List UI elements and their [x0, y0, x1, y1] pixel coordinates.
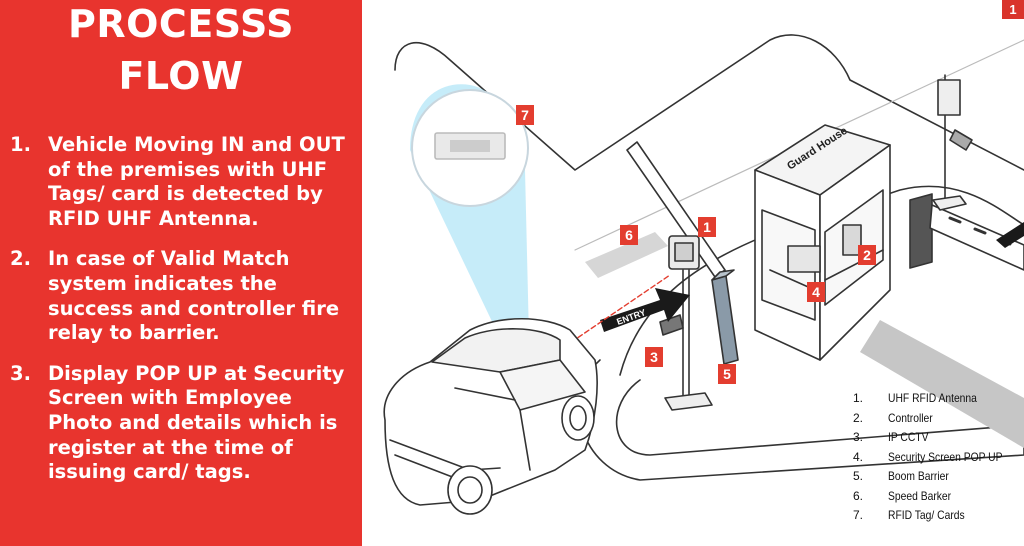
rfid-tag-zoom: [411, 89, 529, 207]
badge-boom-barrier: 5: [718, 364, 736, 384]
rfid-parking-diagram: Guard House: [362, 0, 1024, 546]
car-wheel: [457, 476, 483, 504]
legend-label: Security Screen POP UP: [888, 449, 1003, 464]
legend-label: UHF RFID Antenna: [888, 391, 977, 405]
road-outline: [394, 34, 1024, 171]
speed-breaker: [585, 232, 668, 278]
process-step: 1. Vehicle Moving IN and OUT of the prem…: [10, 133, 360, 231]
legend-item: 4. Security Screen POP UP: [853, 448, 1021, 468]
exit-arrow: [996, 222, 1024, 248]
legend-number: 4.: [853, 449, 864, 464]
legend-number: 1.: [853, 391, 864, 405]
legend-item: 1. UHF RFID Antenna: [853, 389, 1021, 409]
process-step: 2. In case of Valid Match system indicat…: [10, 247, 360, 345]
cctv-pole-right: [932, 74, 973, 211]
badge-cctv: 3: [645, 347, 663, 367]
diagram-illustration: Guard House: [383, 34, 1024, 515]
badge-controller: 2: [858, 245, 876, 265]
step-number: 1.: [10, 133, 31, 156]
page-title: PROCESSS FLOW: [0, 0, 362, 102]
badge-speed-breaker: 6: [620, 225, 638, 245]
legend-number: 7.: [853, 508, 864, 522]
legend-label: Speed Barker: [888, 488, 952, 503]
boom-barrier-right: [909, 193, 1024, 271]
process-flow-panel: PROCESSS FLOW 1. Vehicle Moving IN and O…: [0, 0, 362, 546]
slide-corner-mark: 1: [1002, 0, 1024, 19]
legend-item: 7. RFID Tag/ Cards: [853, 506, 1021, 526]
title-line-1: PROCESSS: [68, 2, 294, 46]
diagram-legend: 1. UHF RFID Antenna 2. Controller 3. IP CCT…: [853, 389, 1021, 526]
step-text: In case of Valid Match system indicates …: [48, 247, 340, 345]
speed-breaker: [860, 320, 1024, 448]
step-number: 3.: [10, 361, 31, 385]
legend-number: 3.: [853, 430, 864, 444]
legend-item: 3. IP CCTV: [853, 428, 1021, 448]
badge-rfid-tag: 7: [516, 105, 534, 125]
legend-number: 6.: [853, 488, 864, 503]
legend-number: 5.: [853, 469, 864, 483]
step-number: 2.: [10, 247, 31, 271]
title-line-2: FLOW: [118, 54, 244, 98]
legend-label: IP CCTV: [888, 430, 929, 444]
entry-arrow: [600, 288, 690, 332]
step-text: Display POP UP at Security Screen with E…: [48, 361, 345, 484]
legend-number: 2.: [853, 410, 864, 425]
process-step: 3. Display POP UP at Security Screen wit…: [10, 362, 360, 485]
step-text: Vehicle Moving IN and OUT of the premise…: [48, 133, 345, 230]
car-wheel: [569, 405, 587, 431]
car-illustration: [383, 318, 598, 515]
legend-label: RFID Tag/ Cards: [888, 508, 965, 522]
legend-label: Controller: [888, 410, 933, 425]
legend-item: 6. Speed Barker: [853, 487, 1021, 507]
antenna-pole: [659, 235, 713, 411]
legend-item: 5. Boom Barrier: [853, 467, 1021, 487]
guard-house: [754, 124, 891, 361]
badge-security-screen: 4: [807, 282, 825, 302]
badge-antenna: 1: [698, 217, 716, 237]
process-steps-list: 1. Vehicle Moving IN and OUT of the prem…: [10, 133, 360, 501]
legend-label: Boom Barrier: [888, 469, 949, 483]
legend-item: 2. Controller: [853, 409, 1021, 429]
boom-barrier-left: [626, 141, 739, 365]
